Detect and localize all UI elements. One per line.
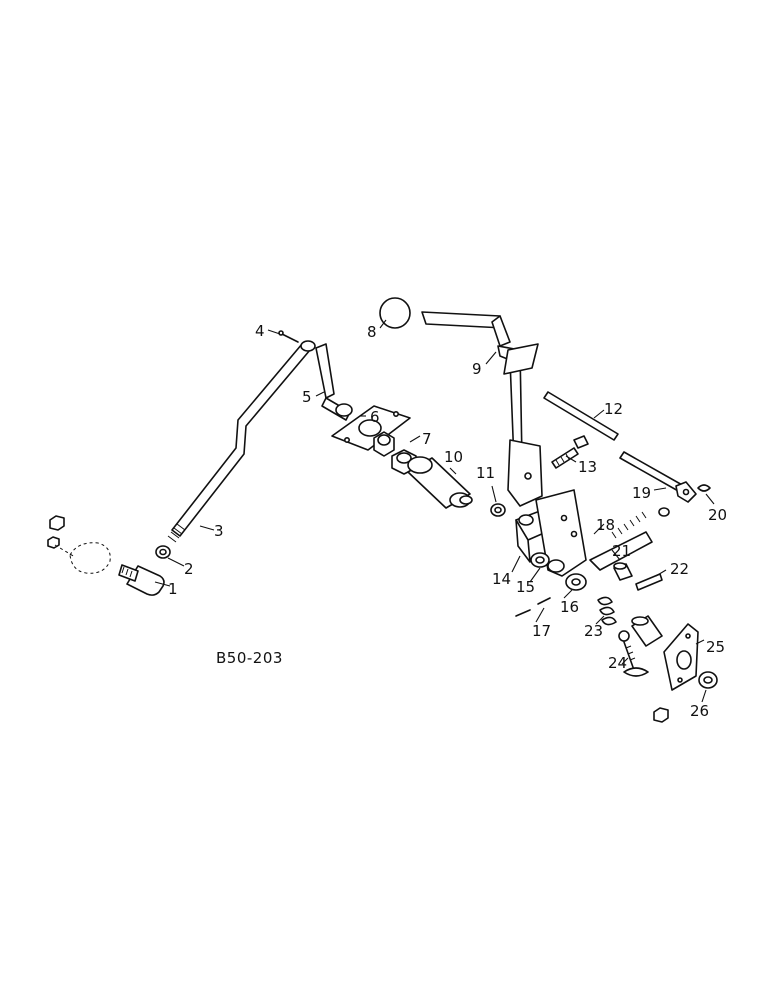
callout-5: 5 bbox=[302, 388, 312, 406]
callout-labels: 1 2 3 4 5 6 7 8 9 10 11 12 13 14 15 16 1… bbox=[168, 322, 727, 720]
callout-3: 3 bbox=[214, 522, 224, 540]
knob-part bbox=[379, 297, 411, 329]
shift-rod-part bbox=[167, 340, 316, 543]
jam-nut-part bbox=[155, 545, 171, 559]
callout-1: 1 bbox=[168, 580, 178, 598]
pin-part bbox=[631, 615, 663, 647]
pivot-rod-part bbox=[543, 391, 619, 441]
eye-bolt-part bbox=[618, 630, 649, 677]
callout-22: 22 bbox=[670, 560, 689, 578]
callout-17: 17 bbox=[532, 622, 551, 640]
link-rod-part bbox=[619, 451, 697, 503]
callout-15: 15 bbox=[516, 578, 535, 596]
callout-24: 24 bbox=[608, 654, 627, 672]
callout-26: 26 bbox=[690, 702, 709, 720]
callout-16: 16 bbox=[560, 598, 579, 616]
hand-lever-part bbox=[421, 311, 543, 507]
callout-25: 25 bbox=[706, 638, 725, 656]
callout-20: 20 bbox=[708, 506, 727, 524]
callout-2: 2 bbox=[184, 560, 194, 578]
callout-13: 13 bbox=[578, 458, 597, 476]
figure-code: B50-203 bbox=[216, 649, 283, 667]
clip-part bbox=[658, 484, 711, 517]
callout-6: 6 bbox=[370, 408, 380, 426]
lever-arm-part bbox=[315, 343, 353, 421]
roll-pin-part bbox=[515, 597, 551, 617]
mounting-plate-part bbox=[331, 405, 411, 451]
cotter-pin-part bbox=[278, 330, 299, 343]
side-plate-part bbox=[663, 623, 699, 691]
callout-14: 14 bbox=[492, 570, 511, 588]
sleeve-part bbox=[613, 562, 633, 581]
rod-end-part bbox=[47, 515, 165, 596]
callout-18: 18 bbox=[596, 516, 615, 534]
callout-8: 8 bbox=[367, 323, 377, 341]
spacer-tube-part bbox=[407, 456, 473, 509]
coil-spring-part bbox=[597, 596, 617, 626]
callout-12: 12 bbox=[604, 400, 623, 418]
lever-bracket-part bbox=[515, 489, 587, 577]
callout-11: 11 bbox=[476, 464, 495, 482]
spacer-washer-part bbox=[530, 552, 565, 573]
callout-21: 21 bbox=[612, 542, 631, 560]
callout-10: 10 bbox=[444, 448, 463, 466]
spring-arm-part bbox=[589, 511, 653, 571]
washer-part bbox=[490, 503, 506, 517]
leader-lines bbox=[154, 319, 715, 703]
flat-washer-part bbox=[565, 573, 587, 591]
callout-19: 19 bbox=[632, 484, 651, 502]
callout-4: 4 bbox=[255, 322, 265, 340]
cap-screw-part bbox=[635, 573, 663, 591]
callout-23: 23 bbox=[584, 622, 603, 640]
callout-7: 7 bbox=[422, 430, 432, 448]
bolt-part bbox=[551, 435, 589, 469]
flanged-bushing-part bbox=[653, 671, 718, 723]
callout-9: 9 bbox=[472, 360, 482, 378]
